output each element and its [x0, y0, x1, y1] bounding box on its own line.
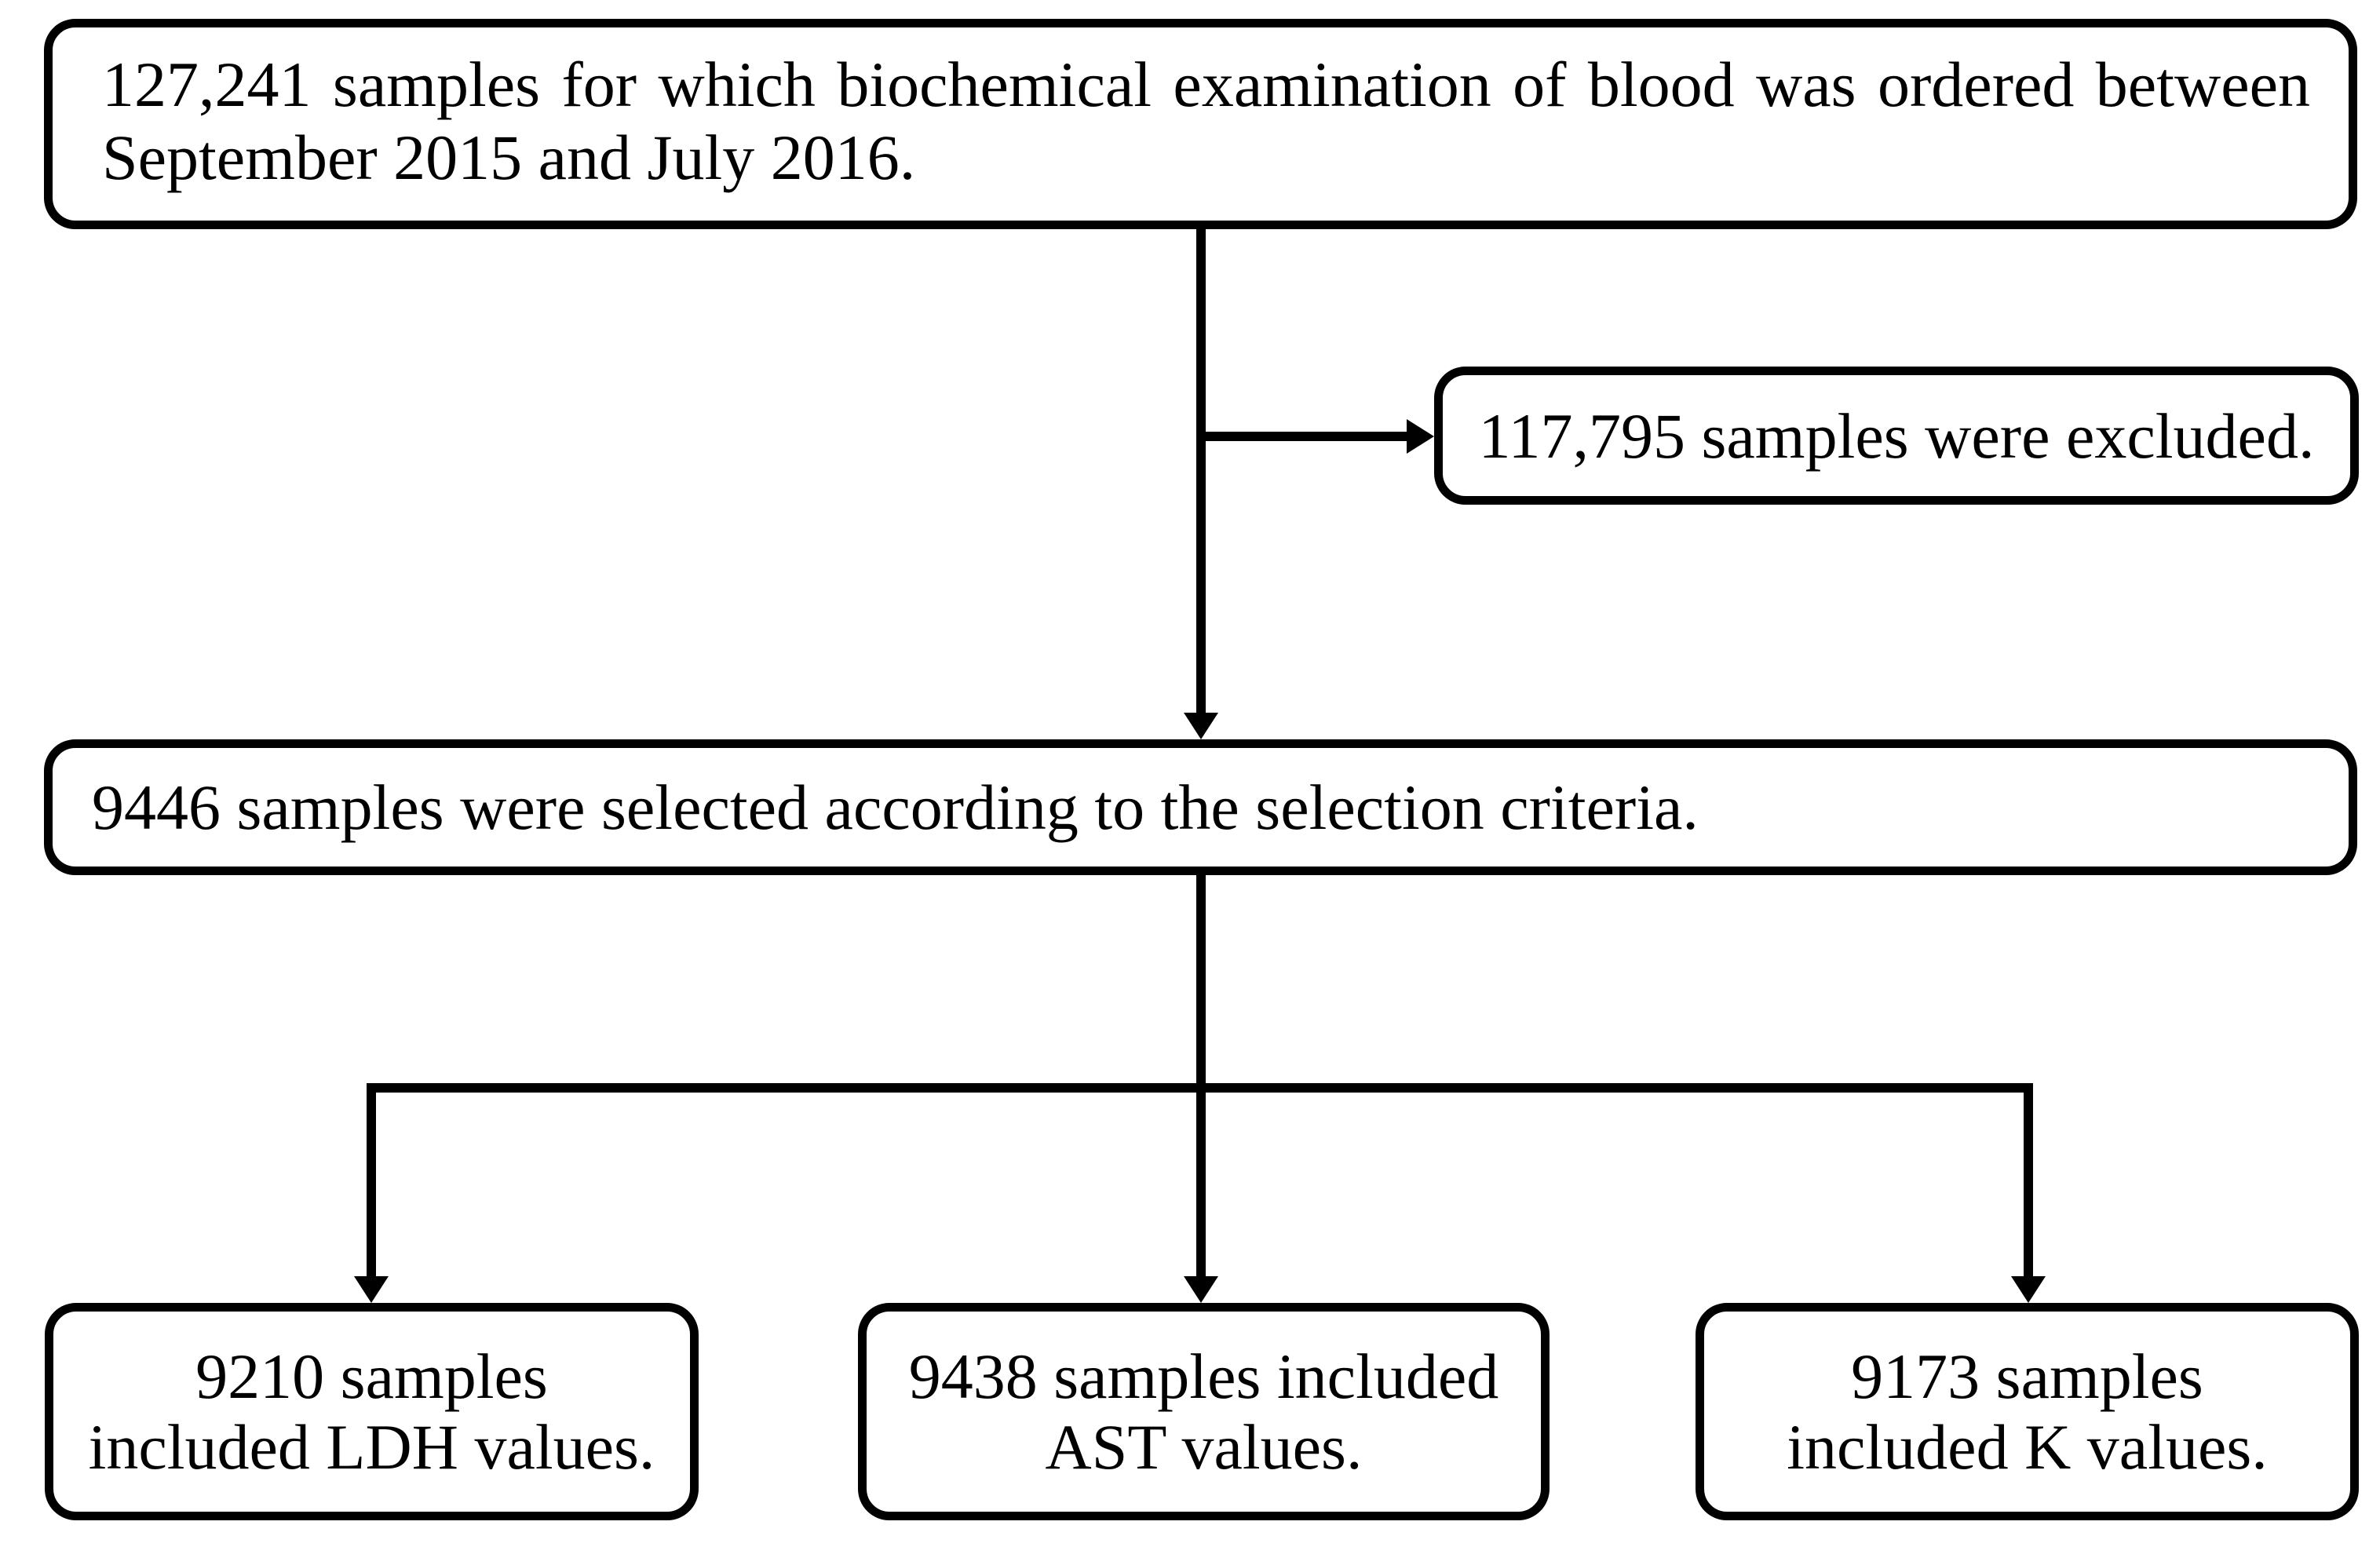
node-ldh-samples: 9210 samples included LDH values. [45, 1303, 699, 1520]
connector-selected-ast [1196, 875, 1206, 1278]
node-k-line2: included K values. [1787, 1410, 2268, 1483]
node-ast-line2: AST values. [1045, 1410, 1363, 1483]
arrowhead-selected-k [2011, 1276, 2046, 1303]
node-selected-samples: 9446 samples were selected according to … [44, 739, 2357, 875]
node-excluded-text: 117,795 samples were excluded. [1478, 400, 2315, 472]
connector-source-excluded [1201, 432, 1408, 441]
arrowhead-selected-ast [1184, 1276, 1218, 1303]
arrowhead-source-excluded [1407, 419, 1434, 454]
node-k-samples: 9173 samples included K values. [1696, 1303, 2359, 1520]
connector-selected-ldh [367, 1088, 376, 1278]
node-excluded-samples: 117,795 samples were excluded. [1434, 367, 2359, 505]
node-source-line1: 127,241 samples for which biochemical ex… [102, 49, 2310, 120]
connector-distribution-rail [367, 1083, 2033, 1093]
node-selected-text: 9446 samples were selected according to … [92, 772, 1699, 843]
node-source-line2: September 2015 and July 2016. [102, 122, 916, 193]
node-ldh-line1: 9210 samples [195, 1340, 548, 1412]
connector-source-selected [1196, 229, 1206, 714]
node-ast-line1: 9438 samples included [908, 1340, 1499, 1412]
arrowhead-selected-ldh [354, 1276, 389, 1303]
node-source-samples: 127,241 samples for which biochemical ex… [44, 19, 2357, 229]
node-ast-samples: 9438 samples included AST values. [858, 1303, 1550, 1520]
connector-selected-k [2024, 1088, 2033, 1278]
node-ldh-line2: included LDH values. [88, 1410, 655, 1483]
node-k-line1: 9173 samples [1851, 1340, 2203, 1412]
arrowhead-source-selected [1184, 713, 1218, 739]
